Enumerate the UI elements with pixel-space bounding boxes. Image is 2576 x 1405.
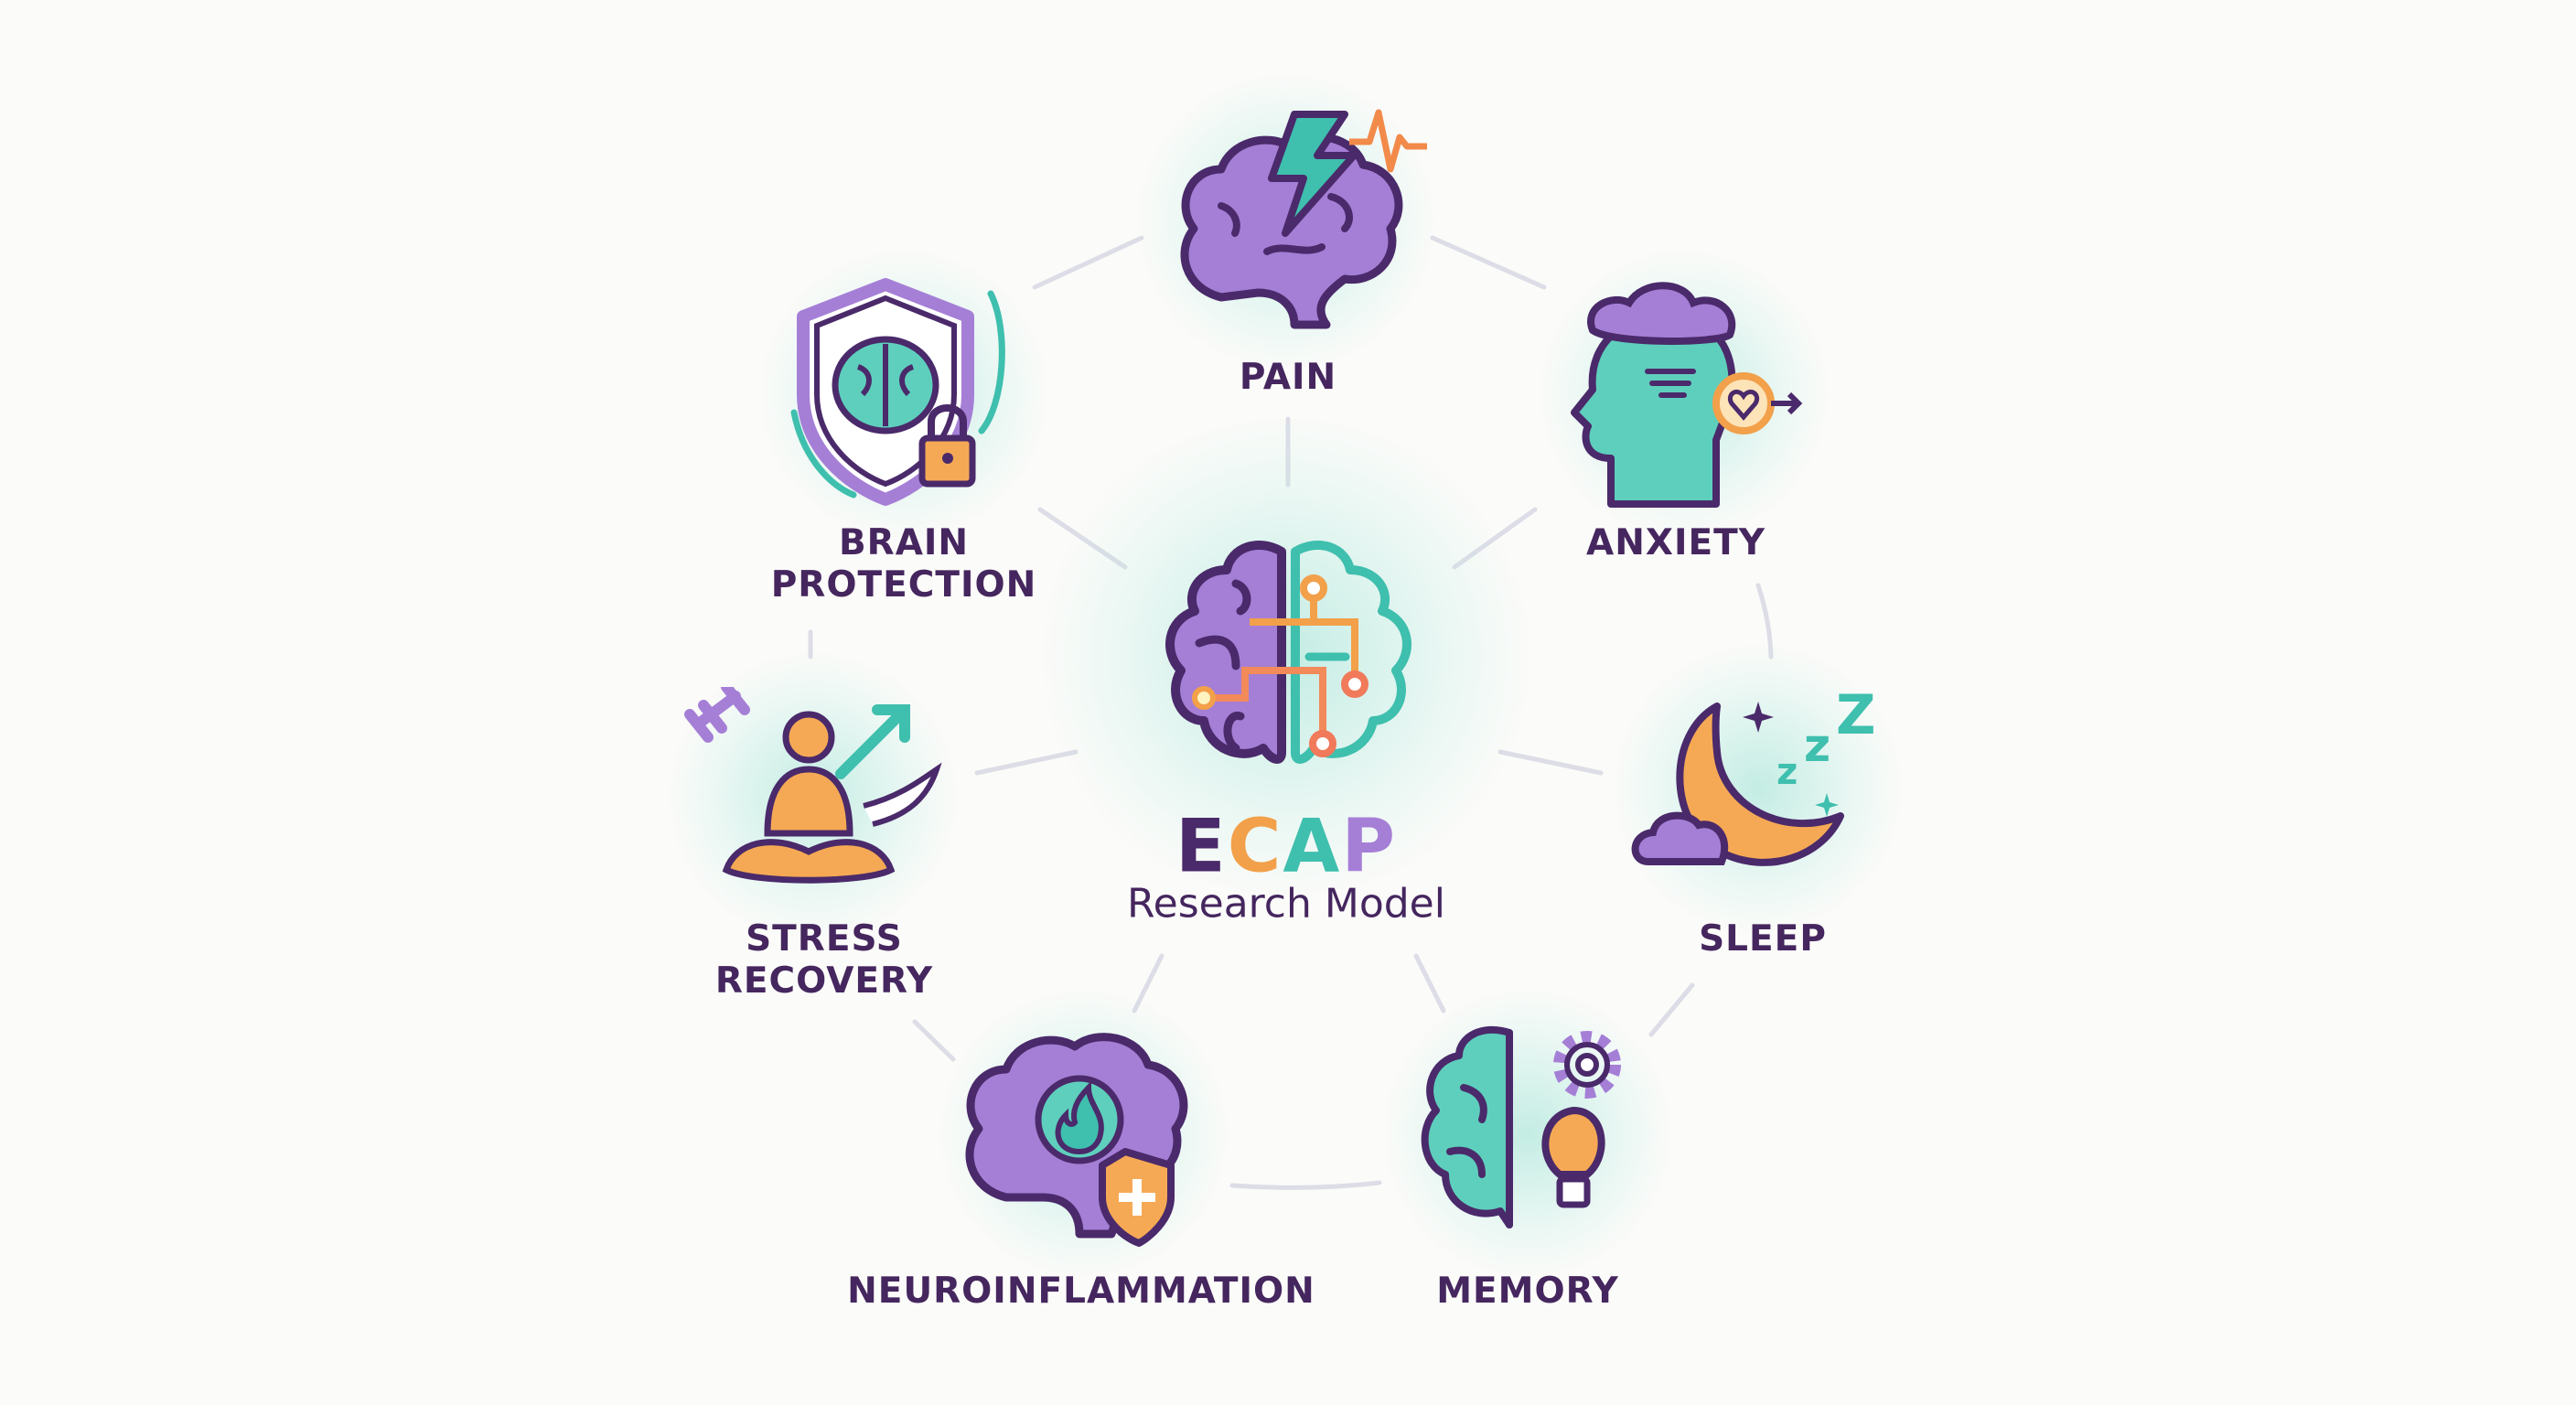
title-letter-p: P <box>1341 803 1397 889</box>
svg-text:Z: Z <box>1836 683 1876 747</box>
label-line: PROTECTION <box>770 564 1037 606</box>
label-line: PAIN <box>1239 357 1337 398</box>
label-line: MEMORY <box>1436 1271 1619 1312</box>
title-letter-c: C <box>1227 803 1283 889</box>
connector-line <box>1032 235 1144 290</box>
label-line: SLEEP <box>1699 918 1827 960</box>
shield-brain-lock-icon <box>790 278 1005 506</box>
meditation-dumbbell-arrow-icon <box>684 687 942 884</box>
svg-text:z: z <box>1804 719 1830 772</box>
label-line: NEUROINFLAMMATION <box>847 1271 1315 1312</box>
connector-line <box>1413 953 1446 1014</box>
center-subtitle: Research Model <box>1127 880 1445 928</box>
label-anxiety: ANXIETY <box>1586 522 1766 564</box>
label-line: RECOVERY <box>714 960 934 1002</box>
label-sleep: SLEEP <box>1699 918 1827 960</box>
title-letter-e: E <box>1175 803 1228 889</box>
label-line: BRAIN <box>838 522 970 563</box>
brain-flame-shield-icon <box>965 1033 1188 1247</box>
label-line: STRESS <box>746 918 903 960</box>
label-memory: MEMORY <box>1436 1271 1619 1313</box>
connector-line <box>1229 1180 1382 1190</box>
brain-gear-lightbulb-icon <box>1421 1025 1621 1228</box>
center-title: ECAP <box>1175 804 1397 889</box>
title-letter-a: A <box>1283 803 1342 889</box>
connector-line <box>1648 982 1695 1037</box>
label-pain: PAIN <box>1240 357 1336 399</box>
head-storm-cloud-icon <box>1571 282 1803 508</box>
connector-line <box>912 1019 956 1062</box>
connector-line <box>1430 235 1547 290</box>
label-neuroinflammation: NEUROINFLAMMATION <box>847 1271 1315 1313</box>
label-line: ANXIETY <box>1586 522 1766 563</box>
svg-text:z: z <box>1776 751 1798 793</box>
brain-lightning-icon <box>1180 109 1427 329</box>
moon-zzz-icon: z z Z <box>1631 683 1876 866</box>
center-brain-circuit-icon <box>1165 540 1411 764</box>
